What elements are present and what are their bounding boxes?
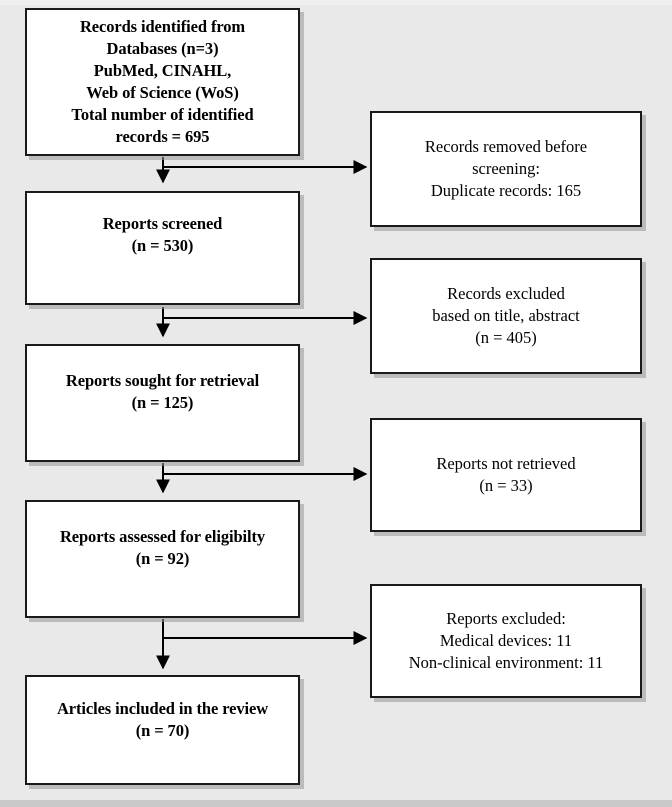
text-line: Reports excluded:	[446, 609, 566, 628]
text-line: Total number of identified	[71, 105, 254, 124]
box-reports-assessed-for-eligibility: Reports assessed for eligibilty (n = 92)	[25, 500, 300, 618]
text-line: Articles included in the review	[56, 699, 269, 718]
text-line: Reports assessed for eligibilty	[59, 527, 266, 546]
text-line: Duplicate records: 165	[430, 181, 582, 200]
text-line: Reports sought for retrieval	[65, 371, 260, 390]
box-reports-not-retrieved-text: Reports not retrieved (n = 33)	[372, 453, 640, 497]
box-reports-assessed-text: Reports assessed for eligibilty (n = 92)	[27, 526, 298, 570]
text-line: Databases (n=3)	[106, 39, 219, 58]
text-line: (n = 405)	[475, 328, 537, 347]
box-records-removed-text: Records removed before screening: Duplic…	[372, 136, 640, 202]
text-line: Records identified from	[79, 17, 246, 36]
text-line: (n = 530)	[131, 236, 194, 255]
text-line: Reports screened	[102, 214, 223, 233]
box-reports-screened-text: Reports screened (n = 530)	[27, 213, 298, 257]
box-reports-excluded-eligibility: Reports excluded: Medical devices: 11 No…	[370, 584, 642, 698]
text-line: Records excluded	[447, 284, 565, 303]
text-line: (n = 92)	[135, 549, 190, 568]
page-top-band	[0, 0, 672, 5]
box-reports-excluded-text: Reports excluded: Medical devices: 11 No…	[372, 608, 640, 674]
box-reports-sought-text: Reports sought for retrieval (n = 125)	[27, 370, 298, 414]
box-reports-screened: Reports screened (n = 530)	[25, 191, 300, 305]
page-bottom-band	[0, 800, 672, 807]
box-records-identified-text: Records identified from Databases (n=3) …	[27, 16, 298, 148]
box-records-removed-before-screening: Records removed before screening: Duplic…	[370, 111, 642, 227]
text-line: (n = 70)	[135, 721, 190, 740]
text-line: Non-clinical environment: 11	[408, 653, 604, 672]
text-line: based on title, abstract	[432, 306, 580, 325]
text-line: records = 695	[115, 127, 210, 146]
text-line: Reports not retrieved	[436, 454, 576, 473]
text-line: Web of Science (WoS)	[86, 83, 239, 102]
box-records-excluded-title-abstract: Records excluded based on title, abstrac…	[370, 258, 642, 374]
text-line: PubMed, CINAHL,	[93, 61, 232, 80]
text-line: Medical devices: 11	[439, 631, 573, 650]
box-articles-included-text: Articles included in the review (n = 70)	[27, 698, 298, 742]
text-line: (n = 125)	[131, 393, 194, 412]
box-articles-included: Articles included in the review (n = 70)	[25, 675, 300, 785]
box-reports-sought-for-retrieval: Reports sought for retrieval (n = 125)	[25, 344, 300, 462]
box-reports-not-retrieved: Reports not retrieved (n = 33)	[370, 418, 642, 532]
text-line: (n = 33)	[479, 476, 533, 495]
box-records-excluded-text: Records excluded based on title, abstrac…	[372, 283, 640, 349]
text-line: screening:	[472, 159, 540, 178]
box-records-identified: Records identified from Databases (n=3) …	[25, 8, 300, 156]
text-line: Records removed before	[424, 137, 588, 156]
